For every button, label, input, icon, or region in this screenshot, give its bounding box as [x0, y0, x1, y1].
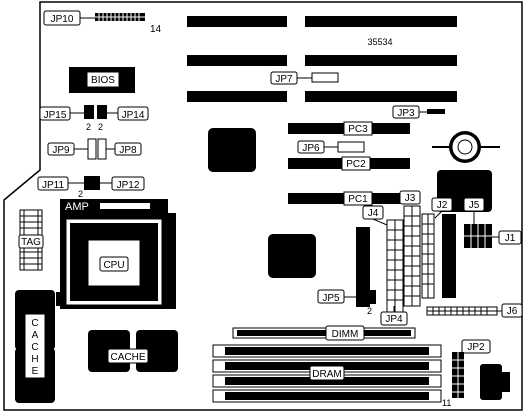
isa-slots [187, 16, 457, 102]
tag-label: TAG [21, 237, 41, 248]
jp6-jumper: JP6 [297, 140, 365, 154]
jp15-jp14-group: JP15 JP14 2 2 [39, 105, 149, 132]
j4-label: J4 [368, 208, 379, 219]
battery [432, 131, 500, 163]
j6-label: J6 [507, 306, 518, 317]
jp15-pin-label: 2 [86, 122, 91, 132]
jp3-label: JP3 [397, 108, 415, 119]
keyboard-connector [480, 364, 510, 400]
chipset-chip-upper [208, 128, 256, 172]
jp12-label: JP12 [117, 180, 140, 191]
amp-label: AMP [65, 201, 89, 213]
j4-connector [356, 218, 404, 313]
bios-label: BIOS [91, 75, 115, 86]
cache-v-letter-1: C [31, 318, 38, 329]
bios-chip: BIOS [69, 67, 135, 93]
dimm-slot: DIMM [232, 325, 416, 341]
jp15-label: JP15 [44, 110, 67, 121]
jp2-label: JP2 [467, 342, 485, 353]
jp4-jumper: JP4 [380, 306, 408, 326]
j2-connector [421, 210, 456, 299]
pc2-label: PC2 [346, 159, 366, 170]
jp9-jp8-group: JP9 JP8 [47, 138, 142, 160]
cache-v-letter-2: A [32, 330, 39, 341]
jp9-label: JP9 [52, 145, 70, 156]
j6-connector: J6 [426, 303, 523, 318]
pc1-label: PC1 [348, 194, 368, 205]
jp2-pin-label: 11 [442, 398, 451, 408]
j1-label: J1 [505, 233, 516, 244]
jp14-pin-label: 2 [98, 122, 103, 132]
cpu-label: CPU [103, 260, 124, 271]
jp11-label: JP11 [42, 180, 64, 191]
cache-label: CACHE [110, 352, 145, 363]
jp4-label: JP4 [385, 314, 403, 325]
jp5-label: JP5 [322, 293, 340, 304]
dimm-label: DIMM [332, 329, 359, 340]
pc2-slot: PC2 [288, 156, 410, 171]
pc3-label: PC3 [348, 124, 368, 135]
j3-label: J3 [405, 193, 416, 204]
jp6-label: JP6 [302, 143, 320, 154]
jp5-pin-label: 2 [367, 306, 372, 316]
jp11-jp12-group: JP11 JP12 2 [37, 176, 145, 199]
j5-label: J5 [469, 200, 480, 211]
cache-v-letter-5: E [32, 366, 39, 377]
jp8-label: JP8 [119, 145, 137, 156]
amp-socket-bar: AMP [60, 199, 168, 213]
jp2-jumper: JP2 11 [442, 339, 491, 408]
j5-connector [464, 211, 499, 248]
dram-slots: DRAM [212, 344, 442, 403]
pc1-slot: PC1 [288, 191, 410, 206]
j3-connector [403, 205, 421, 307]
jp10-header: JP10 14 [43, 10, 162, 35]
cache-chips-vertical: C A C H E [15, 290, 55, 403]
chipset-chip-lower [268, 234, 316, 278]
jp14-label: JP14 [122, 110, 145, 121]
jp10-pin-label: 14 [150, 24, 162, 35]
cache-chips-horizontal: CACHE [88, 330, 178, 372]
jp5-jumper: JP5 2 [317, 289, 376, 316]
cpu-socket: CPU [56, 213, 176, 309]
jp7-jumper: JP7 [270, 71, 339, 85]
dram-label: DRAM [312, 369, 341, 380]
cache-v-letter-4: H [31, 354, 38, 365]
tag-chip: TAG [18, 209, 44, 271]
cache-v-letter-3: C [31, 342, 38, 353]
jp3-jumper: JP3 [392, 105, 445, 119]
board-outline [3, 1, 523, 411]
j2-label: J2 [437, 200, 448, 211]
jp11-pin-label: 2 [78, 189, 83, 199]
j3-label-group: J3 [399, 190, 421, 205]
board-id-label: 35534 [367, 37, 392, 47]
jp10-label: JP10 [51, 14, 74, 25]
jp7-label: JP7 [275, 74, 293, 85]
pc3-slot: PC3 [288, 121, 410, 136]
